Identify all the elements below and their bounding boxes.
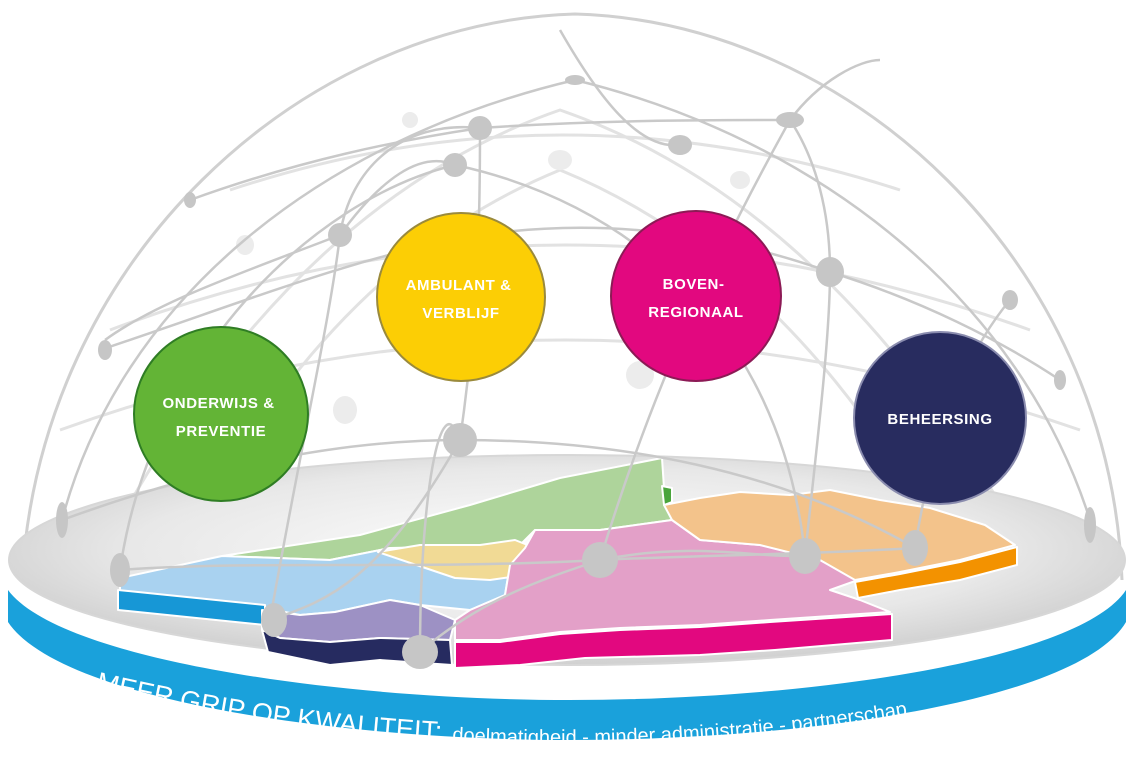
svg-text:AMBULANT & VERBLIJF: AMBULANT & VERBLIJF [406,277,517,322]
dome-nodes [56,75,1096,669]
pillar-bovenregionaal-line2: REGIONAAL [648,304,743,321]
dome-outline [20,12,1124,581]
pillar-bovenregionaal: BOVEN- REGIONAAL [610,210,782,382]
pillar-onderwijs-line2: PREVENTIE [176,423,266,440]
region-magenta-side [454,613,893,669]
pillar-onderwijs-circle [133,326,309,502]
pillar-onderwijs: ONDERWIJS & PREVENTIE [133,326,309,502]
pillar-onderwijs-line1: ONDERWIJS & [163,395,275,412]
pillar-beheersing-circle [853,331,1027,505]
region-green [661,485,673,506]
pillar-ambulant-circle [376,212,546,382]
pillar-bovenregionaal-line1: BOVEN- [663,276,725,293]
pillar-ambulant-line1: AMBULANT & [406,277,512,294]
pillar-ambulant: AMBULANT & VERBLIJF [376,212,546,382]
svg-text:BEHEERSING: BEHEERSING [887,411,992,428]
pillar-bovenregionaal-circle [610,210,782,382]
pillar-ambulant-line2: VERBLIJF [422,305,499,322]
svg-text:BOVEN- REGIONAAL: BOVEN- REGIONAAL [648,276,743,321]
dome-back-nodes [236,112,750,424]
svg-text:ONDERWIJS & PREVENTIE: ONDERWIJS & PREVENTIE [163,395,280,440]
pillar-beheersing-line1: BEHEERSING [887,411,992,428]
pillar-beheersing: BEHEERSING [853,331,1027,505]
region-orange-side [854,546,1018,599]
